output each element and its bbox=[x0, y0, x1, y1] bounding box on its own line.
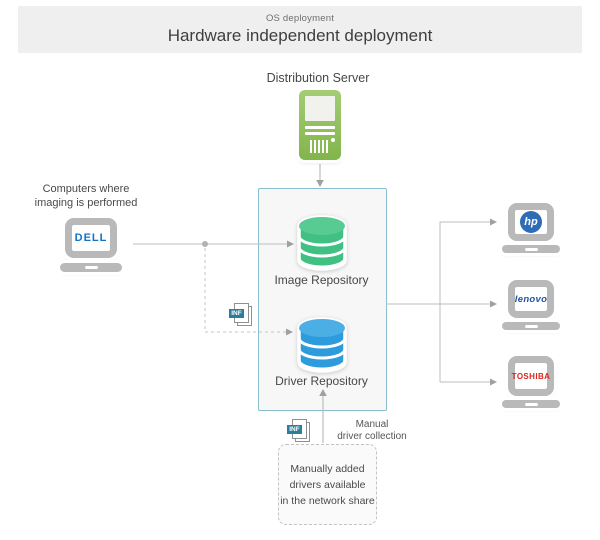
laptop-screen: DELL bbox=[65, 218, 117, 258]
inf-label: INF bbox=[229, 309, 244, 318]
inf-label: INF bbox=[287, 425, 302, 434]
distribution-server-icon bbox=[299, 90, 341, 160]
source-computers-caption: Computers where imaging is performed bbox=[34, 183, 138, 209]
lenovo-laptop: lenovo bbox=[502, 280, 560, 330]
laptop-screen: lenovo bbox=[508, 280, 554, 318]
laptop-base bbox=[502, 400, 560, 408]
toshiba-laptop: TOSHIBA bbox=[502, 356, 560, 408]
junction-dot bbox=[202, 241, 208, 247]
header-category: OS deployment bbox=[265, 13, 335, 24]
distribution-server-label: Distribution Server bbox=[266, 71, 370, 85]
dell-laptop: DELL bbox=[60, 218, 122, 272]
image-repository-label: Image Repository bbox=[274, 273, 369, 287]
lenovo-logo: lenovo bbox=[514, 293, 548, 305]
server-barcode bbox=[310, 140, 330, 153]
diagram-header: OS deployment Hardware independent deplo… bbox=[18, 6, 582, 53]
manual-collection-note: Manual driver collection bbox=[337, 419, 407, 442]
laptop-base bbox=[502, 322, 560, 330]
server-screen bbox=[305, 96, 335, 121]
laptop-base bbox=[502, 245, 560, 253]
toshiba-logo: TOSHIBA bbox=[511, 371, 551, 381]
page-title: Hardware independent deployment bbox=[167, 26, 433, 45]
inf-file-icon: INF bbox=[287, 418, 310, 443]
dell-logo: DELL bbox=[74, 232, 108, 244]
laptop-base bbox=[60, 263, 122, 272]
driver-repository-label: Driver Repository bbox=[275, 374, 368, 388]
network-share-box: Manually added drivers available in the … bbox=[278, 444, 377, 525]
hp-laptop: hp bbox=[502, 203, 560, 253]
hp-logo: hp bbox=[520, 211, 542, 233]
image-repository-icon bbox=[296, 215, 348, 271]
laptop-screen: hp bbox=[508, 203, 554, 241]
laptop-screen: TOSHIBA bbox=[508, 356, 554, 396]
driver-repository-icon bbox=[296, 317, 348, 373]
inf-file-icon: INF bbox=[229, 302, 252, 327]
